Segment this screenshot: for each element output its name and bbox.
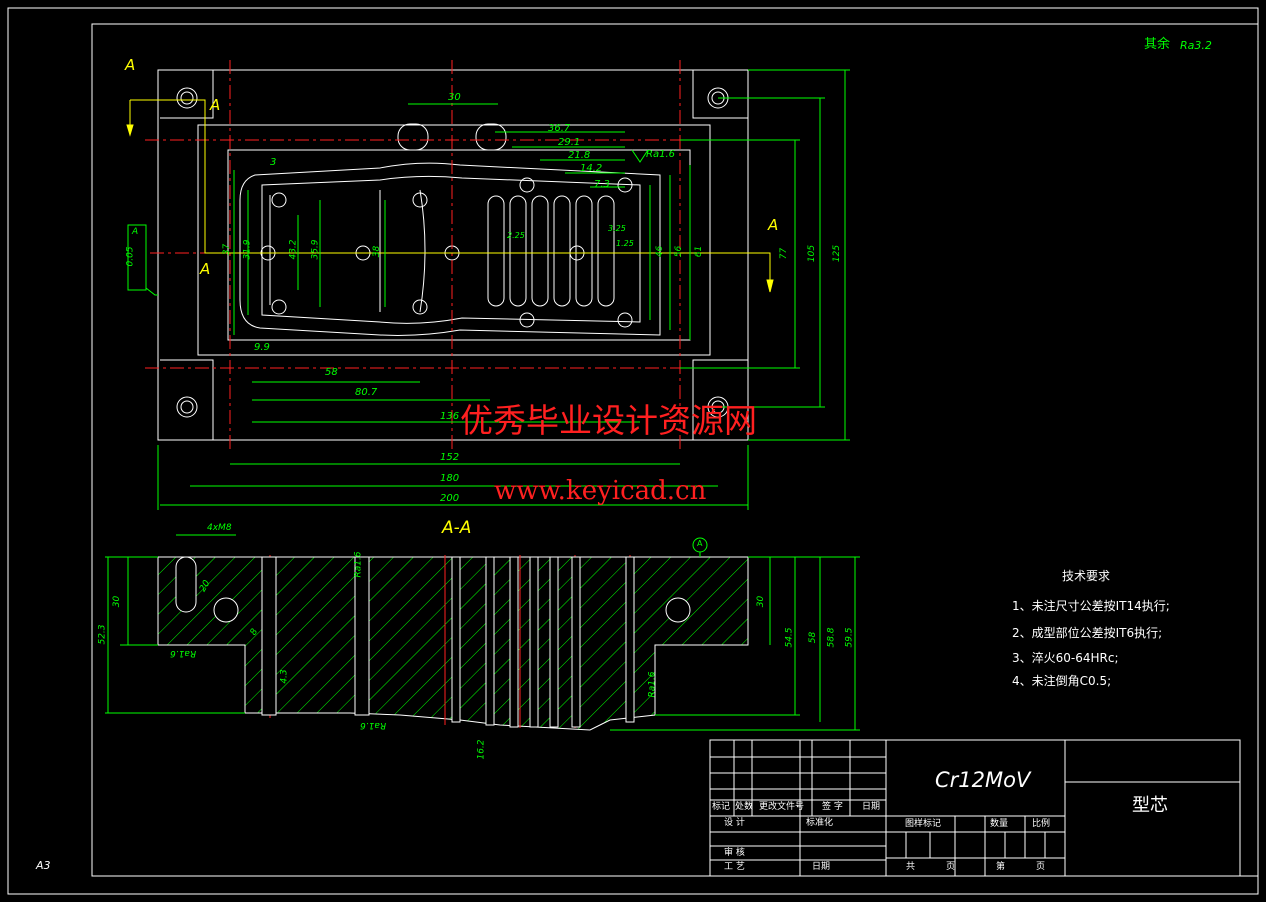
section-arrow-left — [126, 100, 134, 137]
dim-56: 56 — [674, 245, 685, 258]
tech-requirements-title: 技术要求 — [1062, 569, 1111, 583]
dim-9-9: 9.9 — [254, 342, 270, 353]
dim-29-1: 29.1 — [558, 137, 581, 148]
dim-58: 58 — [325, 367, 338, 378]
dim-77: 77 — [779, 247, 790, 260]
page-label: 第 — [996, 862, 1006, 872]
dim-125: 125 — [832, 244, 843, 263]
dim-21-8: 21.8 — [568, 150, 591, 161]
dim-36-7: 36.7 — [548, 123, 571, 134]
section-label-top-left: A — [125, 56, 136, 74]
dim-3: 3 — [270, 157, 277, 168]
dim-30-top: 30 — [448, 92, 461, 103]
section-label-right: A — [768, 216, 779, 234]
surface-finish-label: 其余 — [1144, 37, 1171, 52]
dim-30-section-right: 30 — [756, 595, 767, 608]
dim-1-25: 1.25 — [616, 239, 634, 248]
datum-label: A — [697, 539, 703, 548]
outer-border — [7, 7, 1259, 895]
scale-label: 比例 — [1032, 819, 1051, 829]
tech-requirement-3: 3、淬火60-64HRc; — [1012, 651, 1119, 665]
dim-31-9: 31.9 — [242, 239, 253, 260]
row-date: 日期 — [812, 862, 831, 872]
dim-136: 136 — [440, 411, 460, 422]
dim-thread: 4xM8 — [207, 523, 232, 533]
dim-7-3: 7.3 — [594, 179, 610, 190]
dim-ra16-section-right: Ra1.6 — [647, 671, 658, 698]
dim-105: 105 — [807, 244, 818, 263]
section-label-left: A — [200, 260, 211, 278]
dim-43-2: 43.2 — [288, 239, 299, 260]
dim-30-section: 30 — [112, 595, 123, 608]
tech-requirement-1: 1、未注尺寸公差按IT14执行; — [1012, 599, 1170, 613]
section-view — [105, 534, 860, 731]
quantity-label: 数量 — [990, 819, 1009, 829]
material-label: Cr12MoV — [935, 768, 1031, 792]
tech-requirement-4: 4、未注倒角C0.5; — [1012, 674, 1112, 688]
dim-58-section: 58 — [808, 631, 819, 644]
dim-200: 200 — [440, 493, 460, 504]
dim-54-5: 54.5 — [784, 627, 795, 648]
stage-mark: 图样标记 — [905, 819, 942, 829]
sheet-size-label: A3 — [36, 859, 51, 872]
row-review: 审 核 — [724, 848, 745, 858]
section-label-inner: A — [210, 96, 221, 114]
dim-ra16-section-bottom: Ra1.6 — [360, 720, 387, 730]
dim-ra16-section-left: Ra1.6 — [170, 648, 197, 658]
header-mark: 标记 — [712, 802, 731, 812]
tech-requirement-2: 2、成型部位公差按IT6执行; — [1012, 626, 1163, 640]
tolerance-value: 0.05 — [125, 246, 136, 267]
watermark-line2: www.keyicad.cn — [494, 476, 707, 506]
row-design: 设 计 — [724, 818, 745, 828]
dim-2-25: 2.25 — [507, 231, 525, 240]
dim-ra16-section-top: Ra1.6 — [353, 551, 364, 578]
dimension-lines — [127, 69, 850, 510]
dim-61: 61 — [694, 245, 705, 258]
tolerance-datum: A — [132, 227, 139, 237]
header-change-doc: 更改文件号 — [759, 802, 805, 812]
dim-37: 37 — [222, 243, 233, 256]
dim-58-8: 58.8 — [826, 627, 837, 648]
header-date: 日期 — [862, 802, 881, 812]
dim-4-3: 4.3 — [279, 669, 290, 684]
dim-3-25: 3.25 — [608, 224, 626, 233]
section-cut-line — [130, 99, 771, 280]
dim-152: 152 — [440, 452, 460, 463]
dim-80-7: 80.7 — [355, 387, 378, 398]
title-block — [709, 739, 1241, 877]
dim-59-5: 59.5 — [844, 627, 855, 648]
header-sign: 签 字 — [822, 802, 843, 812]
section-view-title: A-A — [442, 518, 472, 538]
total-label: 共 — [906, 862, 916, 872]
header-count: 处数 — [735, 802, 754, 812]
dim-46: 46 — [655, 245, 666, 258]
dim-14-2: 14.2 — [580, 163, 603, 174]
dim-180: 180 — [440, 473, 460, 484]
inner-border — [91, 23, 1259, 877]
section-arrow-right — [766, 279, 774, 293]
dim-35-9: 35.9 — [310, 239, 321, 260]
dim-ra16-top: Ra1.6 — [646, 149, 675, 160]
part-name: 型芯 — [1132, 795, 1168, 816]
page-word-label: 页 — [1036, 862, 1046, 872]
dim-38: 38 — [372, 245, 383, 258]
row-standard: 标准化 — [806, 818, 834, 828]
watermark-line1: 优秀毕业设计资源网 — [460, 401, 757, 440]
dim-16-2: 16.2 — [476, 739, 487, 760]
total-sheet-label: 页 — [946, 862, 956, 872]
surface-finish-ra: Ra3.2 — [1180, 39, 1212, 52]
row-process: 工 艺 — [724, 862, 745, 872]
dim-52-3: 52.3 — [97, 624, 108, 645]
